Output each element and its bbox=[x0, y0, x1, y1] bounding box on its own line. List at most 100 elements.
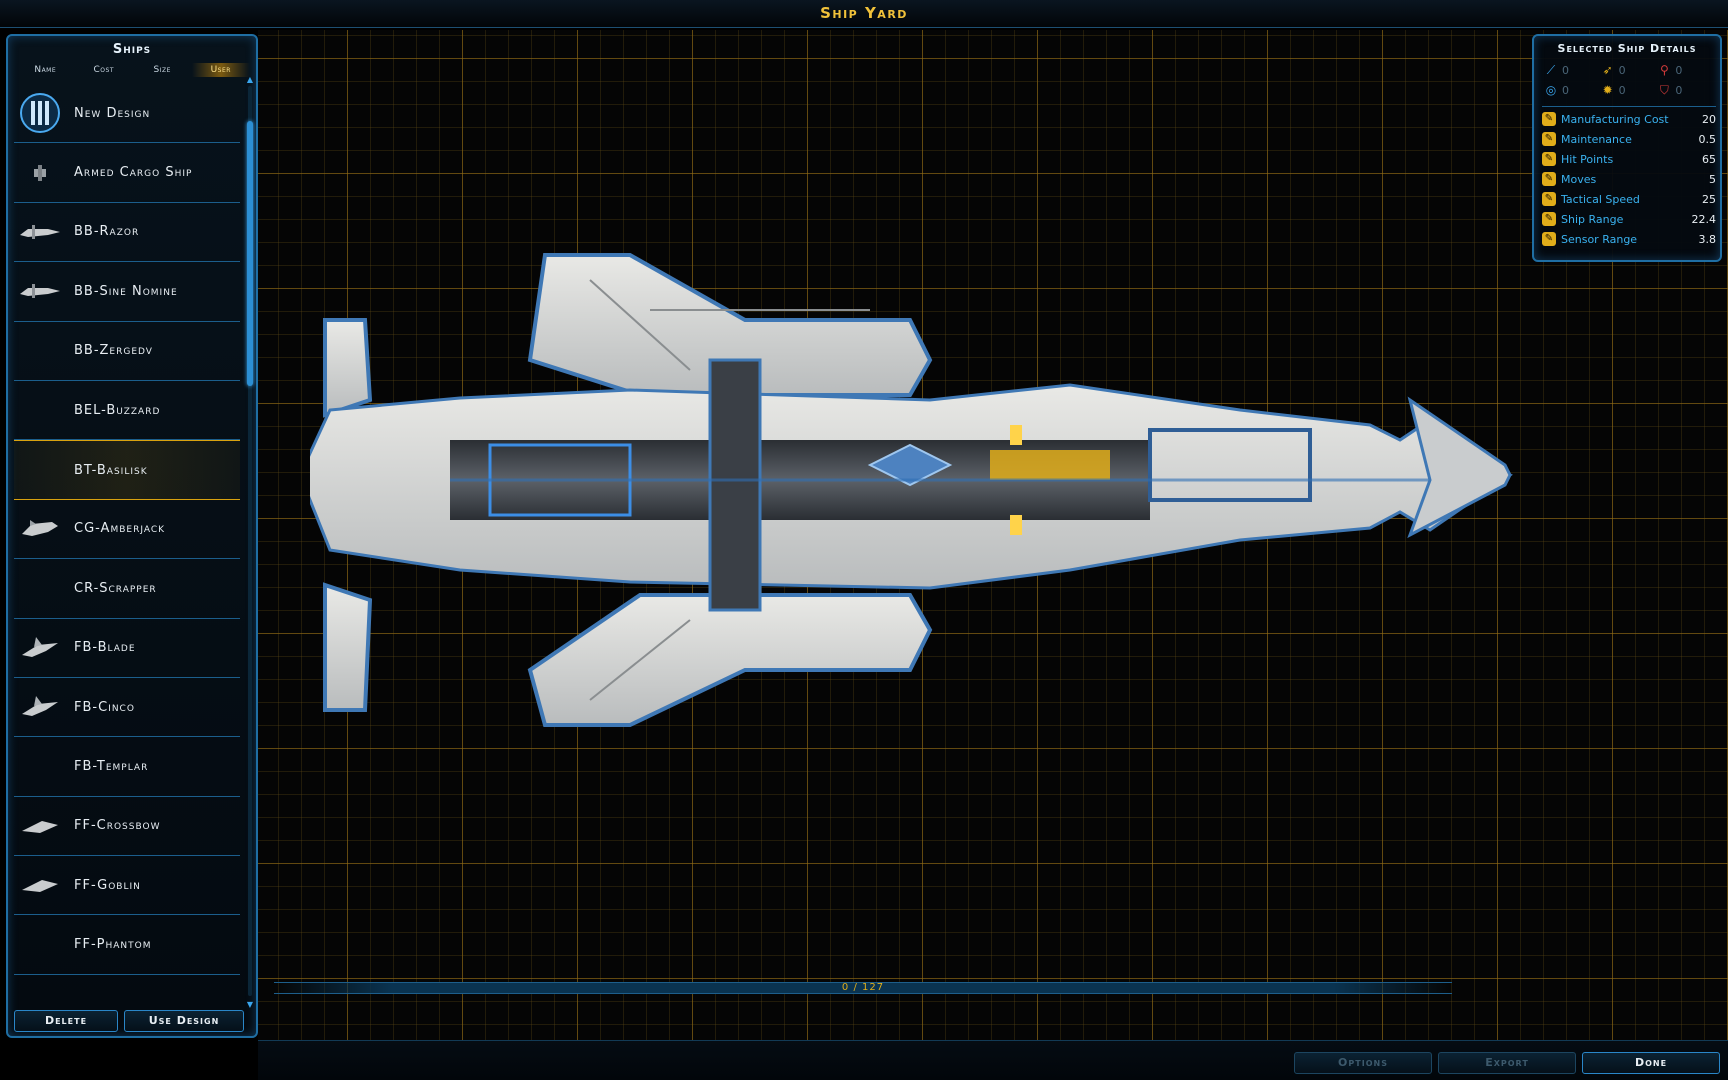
ship-list-item[interactable]: FB-Cinco bbox=[14, 678, 240, 738]
ship-name: CR-Scrapper bbox=[74, 580, 157, 596]
missile-weapon-icon: ➶ bbox=[1602, 63, 1613, 77]
ship-name: BEL-Buzzard bbox=[74, 402, 161, 418]
details-title: Selected Ship Details bbox=[1557, 42, 1697, 55]
stat-value: 3.8 bbox=[1698, 232, 1717, 246]
armor-defense-stat: ⛉0 bbox=[1657, 80, 1714, 100]
ship-list-scrollbar[interactable]: ▲ ▼ bbox=[246, 76, 254, 1011]
battleship-icon bbox=[14, 208, 66, 256]
scroll-down-icon[interactable]: ▼ bbox=[246, 1000, 254, 1009]
ship-list-item[interactable]: FF-Crossbow bbox=[14, 797, 240, 857]
ship-thumbnail-placeholder bbox=[14, 564, 66, 612]
ship-nose bbox=[1407, 396, 1512, 539]
ship-list-item[interactable]: BEL-Buzzard bbox=[14, 381, 240, 441]
ship-name: BB-Zergedv bbox=[74, 343, 153, 359]
battleship-icon bbox=[14, 267, 66, 315]
scroll-track[interactable] bbox=[248, 86, 252, 996]
ship-name: New Design bbox=[74, 105, 151, 121]
tactical-speed-icon: ✎ bbox=[1542, 192, 1556, 206]
use-design-button[interactable]: Use Design bbox=[124, 1010, 244, 1032]
stat-label: Moves bbox=[1561, 172, 1597, 186]
page-title: Ship Yard bbox=[820, 4, 908, 22]
point-defense-stat: ✹0 bbox=[1602, 83, 1626, 97]
stat-manufacturing-cost: ✎ Manufacturing Cost 20 bbox=[1542, 109, 1716, 129]
stat-label: Tactical Speed bbox=[1561, 192, 1640, 206]
ship-thumbnail-placeholder bbox=[14, 742, 66, 790]
point-defense-icon: ✹ bbox=[1602, 83, 1613, 97]
hit-points-icon: ✎ bbox=[1542, 152, 1556, 166]
lower-wing bbox=[527, 593, 933, 727]
ship-list-item[interactable]: BT-Basilisk bbox=[14, 440, 240, 500]
ship-name: BT-Basilisk bbox=[74, 462, 148, 478]
armor-defense-icon: ⛉ bbox=[1659, 82, 1669, 97]
stat-value: 20 bbox=[1702, 112, 1716, 126]
ship-name: FF-Goblin bbox=[74, 877, 141, 893]
ship-thumbnail-placeholder bbox=[14, 446, 66, 494]
stat-ship-range: ✎ Ship Range 22.4 bbox=[1542, 209, 1716, 229]
ship-blueprint[interactable] bbox=[310, 250, 1670, 780]
capacity-bar: 0 / 127 bbox=[274, 982, 1452, 994]
ship-list-item[interactable]: FF-Phantom bbox=[14, 915, 240, 975]
manufacturing-cost-icon: ✎ bbox=[1542, 112, 1556, 126]
export-button[interactable]: Export bbox=[1438, 1052, 1576, 1074]
stat-value: 22.4 bbox=[1691, 212, 1717, 226]
capacity-text: 0 / 127 bbox=[841, 982, 885, 993]
shield-defense-icon: ◎ bbox=[1545, 83, 1557, 97]
ship-list-item[interactable]: FB-Blade bbox=[14, 619, 240, 678]
sort-tabs: Name Cost Size User bbox=[16, 63, 250, 77]
ship-list-item[interactable]: FB-Templar bbox=[14, 737, 240, 797]
frigate-icon bbox=[14, 802, 66, 850]
ship-list-item[interactable]: CG-Amberjack bbox=[14, 500, 240, 560]
frigate-icon bbox=[14, 861, 66, 909]
options-button[interactable]: Options bbox=[1294, 1052, 1432, 1074]
delete-button[interactable]: Delete bbox=[14, 1010, 118, 1032]
sort-tab-size[interactable]: Size bbox=[153, 65, 171, 75]
moves-icon: ✎ bbox=[1542, 172, 1556, 186]
sensor-range-icon: ✎ bbox=[1542, 232, 1556, 246]
ship-list-item[interactable]: BB-Razor bbox=[14, 203, 240, 263]
cruiser-icon bbox=[14, 505, 66, 553]
ship-name: CG-Amberjack bbox=[74, 521, 166, 537]
ship-list-item[interactable]: CR-Scrapper bbox=[14, 559, 240, 619]
ship-name: FB-Blade bbox=[74, 640, 136, 656]
weapon-defense-summary: ⟋0 ➶0 ⚲0 ◎0 ✹0 ⛉0 bbox=[1544, 60, 1714, 100]
mass-driver-stat: ⚲0 bbox=[1657, 60, 1714, 80]
new-design-emblem-icon bbox=[14, 89, 66, 137]
ship-list-item[interactable]: FF-Goblin bbox=[14, 856, 240, 916]
sort-tab-cost[interactable]: Cost bbox=[93, 65, 114, 75]
scroll-thumb[interactable] bbox=[247, 121, 253, 386]
rear-fin-top bbox=[323, 318, 373, 418]
ship-name: FB-Cinco bbox=[74, 699, 135, 715]
stat-label: Ship Range bbox=[1561, 212, 1624, 226]
shield-defense-stat: ◎0 bbox=[1545, 83, 1569, 97]
ship-name: BB-Sine Nomine bbox=[74, 283, 178, 299]
sort-tab-user[interactable]: User bbox=[191, 63, 250, 77]
ship-list-item[interactable]: New Design bbox=[14, 84, 240, 144]
stat-value: 0.5 bbox=[1698, 132, 1717, 146]
sort-tab-name[interactable]: Name bbox=[34, 65, 57, 75]
selected-ship-details-panel: Selected Ship Details ⟋0 ➶0 ⚲0 ◎0 ✹0 ⛉0 … bbox=[1532, 34, 1722, 262]
done-button[interactable]: Done bbox=[1582, 1052, 1720, 1074]
ship-list-item[interactable]: Armed Cargo Ship bbox=[14, 143, 240, 203]
fighter-icon bbox=[14, 624, 66, 672]
ships-header: Ships bbox=[112, 42, 152, 57]
ship-thumbnail-placeholder bbox=[14, 386, 66, 434]
title-bar: Ship Yard bbox=[0, 0, 1728, 28]
stat-label: Manufacturing Cost bbox=[1561, 112, 1669, 126]
scroll-up-icon[interactable]: ▲ bbox=[246, 75, 254, 84]
ship-range-icon: ✎ bbox=[1542, 212, 1556, 226]
ship-name: FF-Crossbow bbox=[74, 818, 161, 834]
ship-name: FF-Phantom bbox=[74, 937, 152, 953]
ship-list-item[interactable]: BB-Zergedv bbox=[14, 322, 240, 381]
stat-label: Sensor Range bbox=[1561, 232, 1638, 246]
main-hull bbox=[310, 358, 1513, 612]
ship-name: FB-Templar bbox=[74, 758, 149, 774]
beam-weapon-stat: ⟋0 bbox=[1544, 60, 1601, 80]
ship-list-item[interactable]: BB-Sine Nomine bbox=[14, 262, 240, 322]
rear-fin-bottom bbox=[323, 582, 373, 712]
